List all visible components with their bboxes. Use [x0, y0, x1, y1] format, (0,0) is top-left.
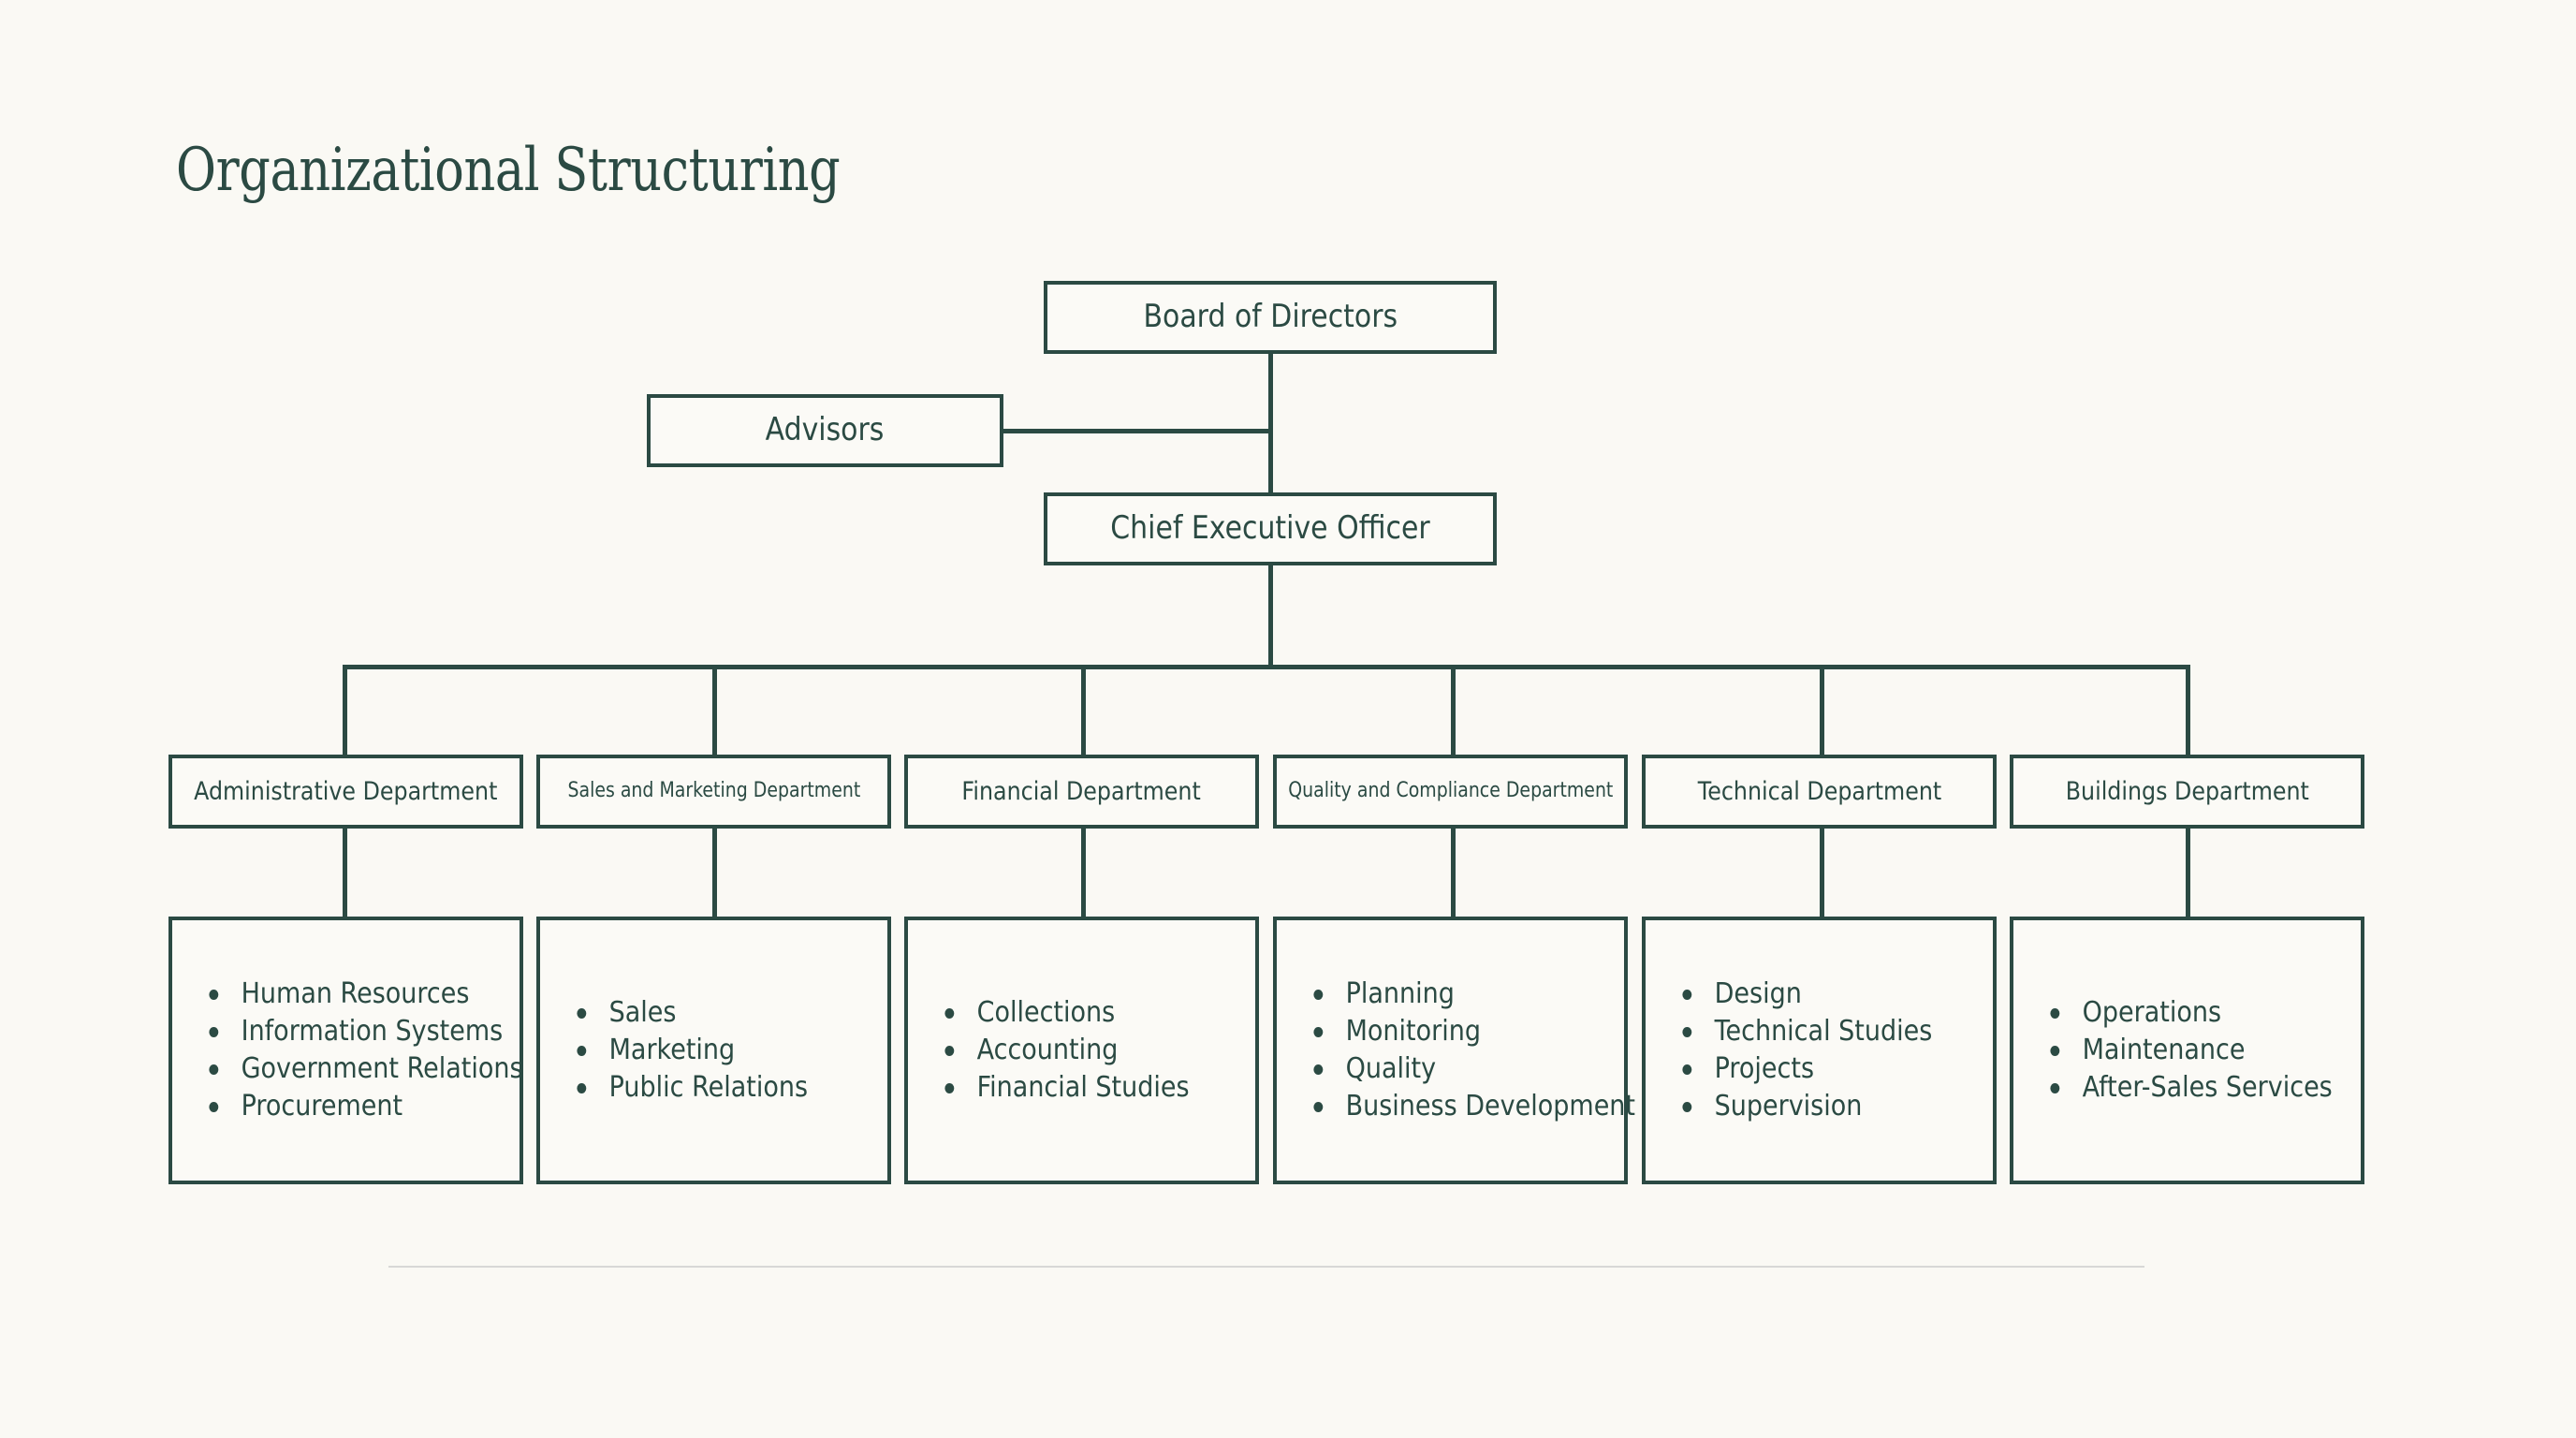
node-department-1-label: Administrative Department	[194, 776, 498, 806]
node-advisors[interactable]: Advisors	[647, 394, 1003, 467]
connector-bus-to-dept-3	[1081, 665, 1086, 755]
connector-bus-to-dept-5	[1820, 665, 1824, 755]
unit-list-item: Collections	[940, 994, 1223, 1032]
unit-list-item: Public Relations	[572, 1069, 856, 1107]
connector-dept-4-to-units	[1451, 829, 1456, 917]
connector-bus-to-dept-4	[1451, 665, 1456, 755]
unit-list-item: Financial Studies	[940, 1069, 1223, 1107]
unit-list-item: Marketing	[572, 1032, 856, 1069]
unit-list-item: Monitoring	[1309, 1013, 1621, 1050]
node-chief-executive-officer-label: Chief Executive Officer	[1110, 509, 1430, 548]
unit-list-item: Quality	[1309, 1050, 1621, 1088]
unit-list-item: Maintenance	[2045, 1032, 2333, 1069]
connector-ceo-to-bus	[1268, 565, 1273, 668]
node-department-2[interactable]: Sales and Marketing Department	[536, 755, 891, 829]
unit-list-item: Technical Studies	[1677, 1013, 1961, 1050]
connector-dept-1-to-units	[343, 829, 347, 917]
unit-list-item: Planning	[1309, 976, 1621, 1013]
node-department-1[interactable]: Administrative Department	[168, 755, 523, 829]
unit-list-item: Operations	[2045, 994, 2333, 1032]
unit-list-item: Projects	[1677, 1050, 1961, 1088]
node-department-2-label: Sales and Marketing Department	[567, 779, 860, 803]
connector-bus-to-dept-1	[343, 665, 347, 755]
connector-dept-6-to-units	[2186, 829, 2190, 917]
node-department-5[interactable]: Technical Department	[1642, 755, 1997, 829]
connector-dept-3-to-units	[1081, 829, 1086, 917]
connector-dept-2-to-units	[712, 829, 717, 917]
unit-list-item: Human Resources	[204, 976, 517, 1013]
unit-list-item: After-Sales Services	[2045, 1069, 2333, 1107]
connector-bus-to-dept-6	[2186, 665, 2190, 755]
connector-department-bus	[343, 665, 2188, 669]
connector-board-to-ceo	[1268, 354, 1273, 492]
connector-dept-5-to-units	[1820, 829, 1824, 917]
connector-bus-to-dept-2	[712, 665, 717, 755]
node-department-3[interactable]: Financial Department	[904, 755, 1259, 829]
unit-list-item: Accounting	[940, 1032, 1223, 1069]
node-department-6[interactable]: Buildings Department	[2010, 755, 2364, 829]
unit-list-item: Government Relations	[204, 1050, 523, 1088]
footer-divider	[388, 1266, 2144, 1268]
node-department-6-label: Buildings Department	[2065, 776, 2309, 806]
unit-list-item: Design	[1677, 976, 1961, 1013]
node-department-4-label: Quality and Compliance Department	[1287, 779, 1614, 803]
unit-list-item: Information Systems	[204, 1013, 517, 1050]
node-board-of-directors-label: Board of Directors	[1143, 298, 1398, 336]
node-advisors-label: Advisors	[766, 411, 885, 449]
node-board-of-directors[interactable]: Board of Directors	[1044, 281, 1497, 354]
unit-list-item: Business Development	[1309, 1088, 1635, 1125]
node-chief-executive-officer[interactable]: Chief Executive Officer	[1044, 492, 1497, 565]
node-department-5-label: Technical Department	[1697, 776, 1941, 806]
unit-list-item: Supervision	[1677, 1088, 1961, 1125]
node-department-4[interactable]: Quality and Compliance Department	[1273, 755, 1628, 829]
unit-list-item: Procurement	[204, 1088, 517, 1125]
page-title: Organizational Structuring	[176, 136, 841, 205]
connector-advisors-to-spine	[1003, 429, 1270, 433]
unit-list-item: Sales	[572, 994, 856, 1032]
node-department-3-label: Financial Department	[961, 776, 1202, 806]
